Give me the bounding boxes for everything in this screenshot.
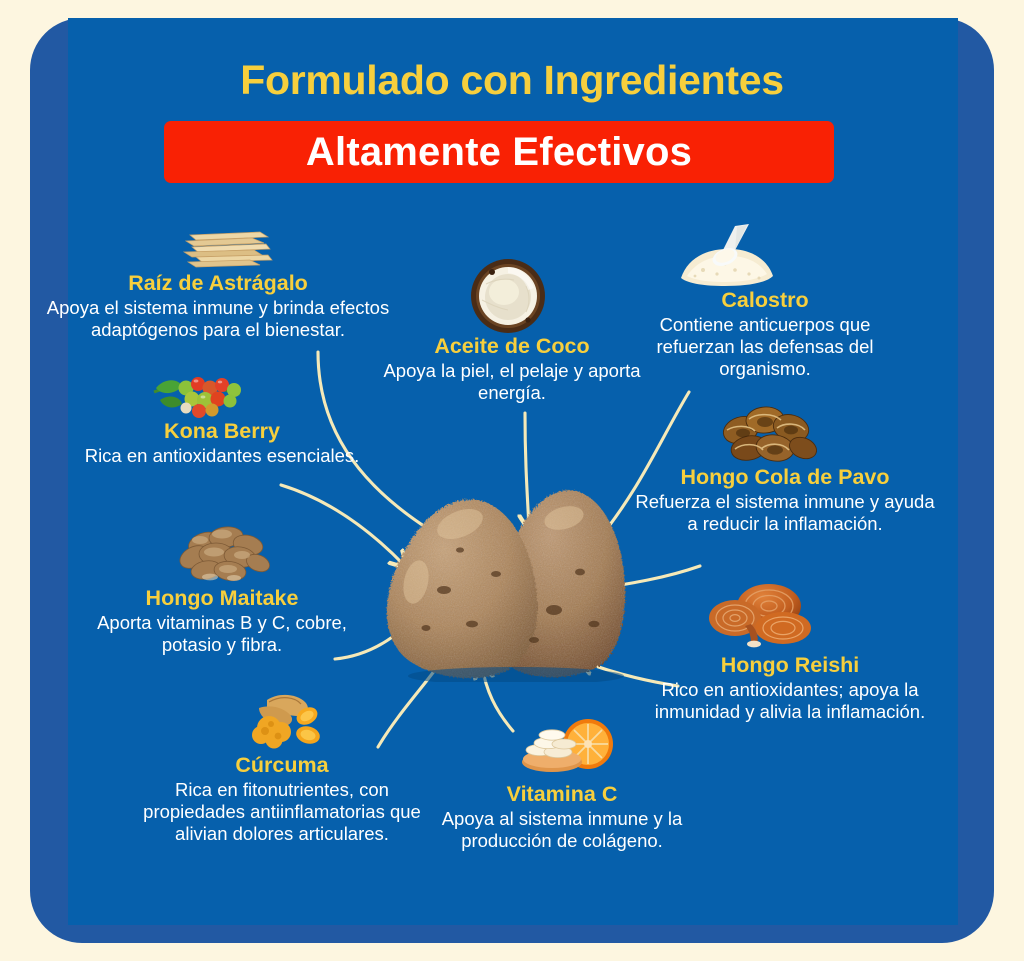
ingredient-name-maitake: Hongo Maitake: [145, 586, 299, 610]
reishi-mushroom-icon: [709, 584, 811, 648]
ingredient-coco: Aceite de Coco Apoya la piel, el pelaje …: [377, 334, 647, 404]
kona-coffee-berries-icon: [153, 377, 241, 418]
banner-text: Altamente Efectivos: [305, 129, 693, 174]
ingredient-description-colapavo: Refuerza el sistema inmune y ayuda a red…: [635, 491, 935, 535]
page-title: Formulado con Ingredientes: [240, 57, 784, 103]
banner-highlight: Altamente Efectivos: [164, 121, 834, 183]
colostrum-powder-scoop-icon: [681, 224, 773, 286]
ingredient-kona: Kona Berry Rica en antioxidantes esencia…: [82, 419, 362, 467]
ingredient-name-vitaminac: Vitamina C: [506, 782, 618, 806]
ingredient-description-calostro: Contiene anticuerpos que refuerzan las d…: [656, 314, 874, 380]
ingredient-calostro: Calostro Contiene anticuerpos que refuer…: [620, 288, 910, 381]
ingredient-name-colapavo: Hongo Cola de Pavo: [680, 465, 890, 489]
maitake-mushroom-icon: [179, 526, 270, 582]
ingredient-vitaminac: Vitamina C Apoya al sistema inmune y la …: [412, 782, 712, 852]
turkey-tail-mushroom-icon: [722, 406, 817, 462]
ingredient-name-reishi: Hongo Reishi: [720, 653, 860, 677]
ingredient-description-reishi: Rico en antioxidantes; apoya la inmunida…: [654, 679, 926, 723]
ingredient-colapavo: Hongo Cola de Pavo Refuerza el sistema i…: [630, 465, 940, 535]
ingredient-name-astragalo: Raíz de Astrágalo: [128, 271, 308, 295]
ingredient-name-curcuma: Cúrcuma: [235, 753, 329, 777]
ingredient-name-kona: Kona Berry: [164, 419, 280, 443]
ingredient-description-curcuma: Rica en fitonutrientes, con propiedades …: [143, 779, 421, 845]
ingredient-description-kona: Rica en antioxidantes esenciales.: [84, 445, 360, 467]
ingredient-description-maitake: Aporta vitaminas B y C, cobre, potasio y…: [97, 612, 347, 656]
ingredient-curcuma: Cúrcuma Rica en fitonutrientes, con prop…: [122, 753, 442, 846]
turmeric-root-icon: [252, 694, 320, 749]
center-product-image: [386, 490, 626, 682]
orange-and-tablets-icon: [522, 719, 613, 772]
ingredient-description-vitaminac: Apoya al sistema inmune y la producción …: [441, 808, 683, 852]
ingredient-maitake: Hongo Maitake Aporta vitaminas B y C, co…: [72, 586, 372, 656]
ingredient-description-coco: Apoya la piel, el pelaje y aporta energí…: [383, 360, 641, 404]
ingredient-astragalo: Raíz de Astrágalo Apoya el sistema inmun…: [18, 271, 418, 341]
ingredient-name-coco: Aceite de Coco: [434, 334, 590, 358]
astragalus-root-slices-icon: [182, 231, 273, 268]
ingredient-description-astragalo: Apoya el sistema inmune y brinda efectos…: [46, 297, 390, 341]
ingredient-reishi: Hongo Reishi Rico en antioxidantes; apoy…: [640, 653, 940, 723]
coconut-half-icon: [471, 259, 545, 333]
ingredient-name-calostro: Calostro: [721, 288, 809, 312]
